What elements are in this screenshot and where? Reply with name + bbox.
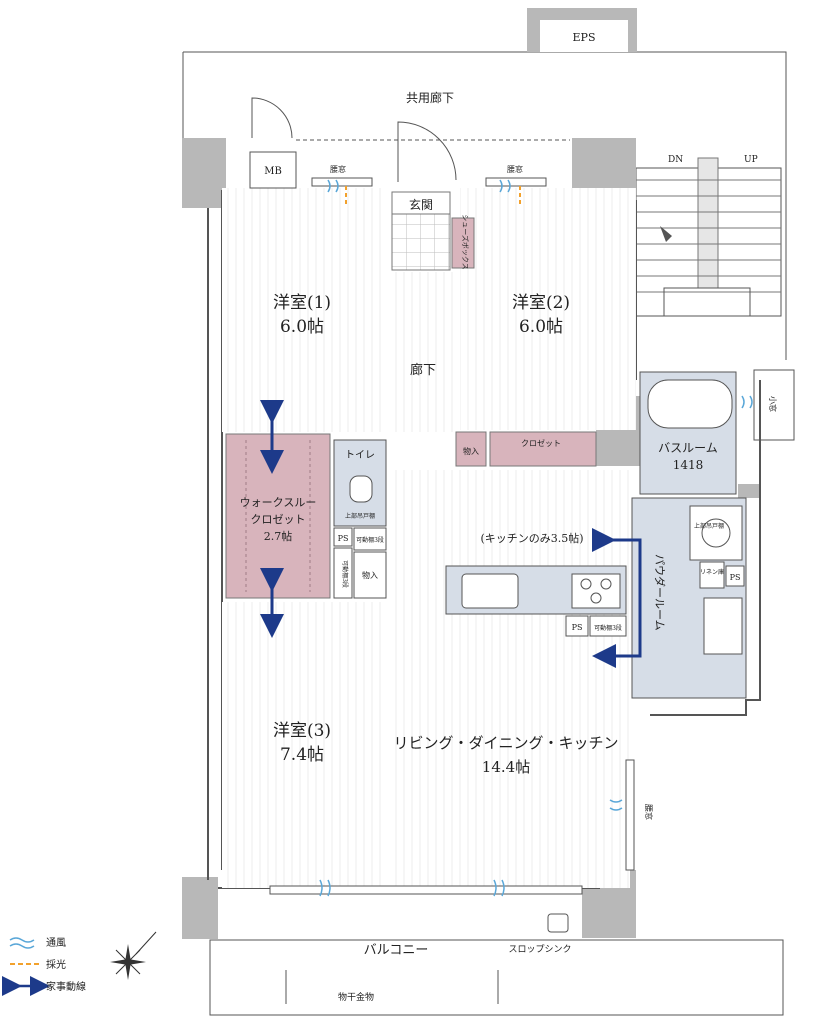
legend-flow-label: 家事動線 <box>46 980 86 993</box>
wind-icon <box>327 179 339 193</box>
stairs-up-label: UP <box>744 155 758 165</box>
stair-arrow-icon <box>660 226 672 242</box>
housework-flow <box>260 400 642 668</box>
room2-window-label: 腰窓 <box>507 164 523 174</box>
small-window-label: 小窓 <box>768 396 778 412</box>
ps-label-2: PS <box>572 623 583 632</box>
bathroom-size: 1418 <box>673 458 704 472</box>
legend-wind-label: 通風 <box>46 937 66 949</box>
room-2-size: 6.0帖 <box>519 317 563 337</box>
linen-label: リネン庫 <box>700 568 724 576</box>
room-1: 洋室(1) 6.0帖 <box>273 293 331 337</box>
ldk-floor <box>390 470 630 888</box>
storage-1 <box>455 431 487 467</box>
mb-box <box>249 151 297 189</box>
room-1-size: 6.0帖 <box>280 317 324 337</box>
wind-icon <box>609 799 623 811</box>
shelf-a-label: 可動棚3段 <box>356 536 384 544</box>
ldk-name: リビング・ダイニング・キッチン <box>393 734 618 752</box>
room-3-size: 7.4帖 <box>280 745 324 765</box>
balcony-label: バルコニー <box>364 943 429 958</box>
outer-outline <box>182 51 795 1016</box>
washer-shelf-label: 上部吊戸棚 <box>694 522 724 530</box>
bathtub-icon <box>647 379 733 429</box>
slop-sink-icon <box>547 913 569 933</box>
shelf-a <box>353 527 387 551</box>
shelf-b <box>333 547 353 599</box>
eps-room: EPS <box>527 8 637 52</box>
bottom-windows <box>269 879 583 897</box>
toilet-shelf-label: 上部吊戸棚 <box>345 512 375 520</box>
storage-1-label: 物入 <box>463 446 479 456</box>
closet-room2 <box>489 431 597 467</box>
ldk-side-window <box>625 759 635 871</box>
closet-label: クロゼット <box>521 438 561 448</box>
ps-label-1: PS <box>338 534 349 543</box>
linen-storage <box>699 561 725 589</box>
hallway-floor <box>390 272 456 432</box>
entrance-label: 玄関 <box>409 197 433 212</box>
wic-size: 2.7帖 <box>264 530 293 543</box>
room-1-name: 洋室(1) <box>273 293 331 313</box>
hallway-label: 廊下 <box>410 362 436 378</box>
vanity-icon <box>703 597 743 655</box>
toilet-icon <box>349 475 373 503</box>
storage-2-label: 物入 <box>362 570 378 580</box>
compass-icon <box>110 931 157 980</box>
ldk-size: 14.4帖 <box>482 758 530 776</box>
laundry-hanger-label: 物干金物 <box>338 991 374 1003</box>
room-1-floor <box>222 188 386 432</box>
ps-box-2 <box>565 615 589 637</box>
shelf-b-label: 可動棚3段 <box>341 560 349 588</box>
ldk-window-label: 腰窓 <box>644 804 654 820</box>
wind-icon <box>741 395 753 409</box>
washing-machine-icon <box>689 505 743 561</box>
mb-label: MB <box>264 166 282 177</box>
room-2-floor <box>460 188 636 430</box>
room-3-floor <box>222 602 384 888</box>
room-2: 洋室(2) 6.0帖 <box>512 293 570 337</box>
shoe-box <box>451 217 475 269</box>
storage-2 <box>353 551 387 599</box>
powder-room-label: パウダールーム <box>653 554 667 631</box>
kitchen-only-label: (キッチンのみ3.5帖) <box>480 532 583 545</box>
room-3-name: 洋室(3) <box>273 721 331 741</box>
shoe-box-label: シューズボックス <box>461 214 470 269</box>
top-windows: 腰窓 腰窓 <box>311 164 547 206</box>
staircase: DN UP <box>635 155 782 317</box>
legend-light-label: 採光 <box>46 958 66 971</box>
sink-icon <box>461 573 519 609</box>
toilet-label: トイレ <box>345 450 375 461</box>
wind-icon <box>499 179 511 193</box>
front-door <box>397 121 457 182</box>
ps-box-1 <box>333 527 353 547</box>
wic-line-1: ウォークスルー <box>240 496 317 509</box>
ps-box-3 <box>725 565 745 587</box>
legend: 通風 採光 家事動線 <box>2 931 157 996</box>
eps-label: EPS <box>573 31 596 44</box>
ps-label-3: PS <box>730 573 741 582</box>
entrance-tiles <box>391 213 451 271</box>
wic-line-2: クロゼット <box>251 513 306 526</box>
stairs-down-label: DN <box>668 155 683 165</box>
room1-window-label: 腰窓 <box>330 164 346 174</box>
slop-sink-label: スロップシンク <box>508 944 571 955</box>
common-corridor-label: 共用廊下 <box>406 90 454 105</box>
bathroom-name: バスルーム <box>658 441 718 455</box>
mb-door <box>251 97 293 139</box>
entrance-header <box>391 191 451 215</box>
wind-legend-icon <box>9 937 35 949</box>
room-2-name: 洋室(2) <box>512 293 570 313</box>
shelf-c-label: 可動棚3段 <box>594 624 622 632</box>
